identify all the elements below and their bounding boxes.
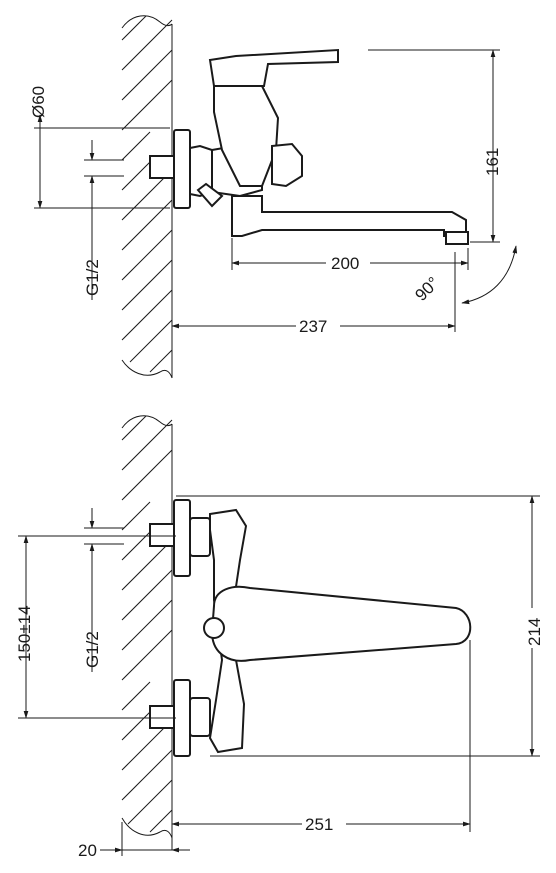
dim-depth: 237 bbox=[171, 300, 456, 336]
dim-thread-top-label: G1/2 bbox=[83, 259, 102, 296]
dim-angle: 90° bbox=[411, 245, 518, 305]
lever-handle bbox=[208, 48, 339, 87]
dim-height-front: 214 bbox=[176, 495, 550, 757]
wall-hatch-front bbox=[121, 415, 173, 839]
dim-centers: 150±14 bbox=[15, 535, 176, 719]
dim-thread-front: G1/2 bbox=[83, 508, 124, 672]
lower-nut bbox=[189, 697, 211, 737]
dim-spout-label: 200 bbox=[331, 254, 359, 273]
faucet-front bbox=[149, 499, 472, 757]
dim-diameter-label: Ø60 bbox=[29, 86, 48, 118]
lower-pipe-stub bbox=[149, 705, 175, 729]
valve-body bbox=[213, 80, 280, 187]
lever-handle-front bbox=[210, 585, 472, 662]
front-view: 150±14 G1/2 214 251 bbox=[15, 415, 550, 860]
wall-hatch-top bbox=[121, 15, 173, 379]
dim-height-top-label: 161 bbox=[483, 148, 502, 176]
dim-spout: 200 bbox=[231, 238, 469, 273]
upper-pipe-stub bbox=[149, 523, 175, 547]
dim-offset: 20 bbox=[78, 822, 190, 860]
dim-thread-front-label: G1/2 bbox=[83, 631, 102, 668]
wall-pipe-stub bbox=[149, 155, 175, 179]
dim-height-top: 161 bbox=[368, 49, 502, 243]
spout bbox=[231, 195, 467, 237]
dim-height-front-label: 214 bbox=[525, 618, 544, 646]
dim-width-label: 251 bbox=[305, 815, 333, 834]
dim-depth-label: 237 bbox=[299, 317, 327, 336]
dim-offset-label: 20 bbox=[78, 841, 97, 860]
diverter-knob bbox=[196, 182, 224, 208]
dim-width: 251 bbox=[171, 640, 471, 850]
top-view: Ø60 G1/2 161 200 bbox=[29, 15, 518, 379]
rear-knob bbox=[271, 142, 303, 188]
upper-flange bbox=[173, 499, 191, 577]
faucet-side bbox=[149, 48, 469, 245]
cartridge-cap bbox=[203, 617, 225, 639]
flange bbox=[173, 129, 191, 209]
dim-angle-label: 90° bbox=[411, 273, 443, 305]
dim-diameter: Ø60 bbox=[29, 86, 170, 209]
aerator bbox=[445, 231, 469, 245]
lower-flange bbox=[173, 679, 191, 757]
dim-centers-label: 150±14 bbox=[15, 605, 34, 662]
upper-nut bbox=[189, 517, 211, 557]
dim-thread-top: G1/2 bbox=[83, 140, 124, 300]
